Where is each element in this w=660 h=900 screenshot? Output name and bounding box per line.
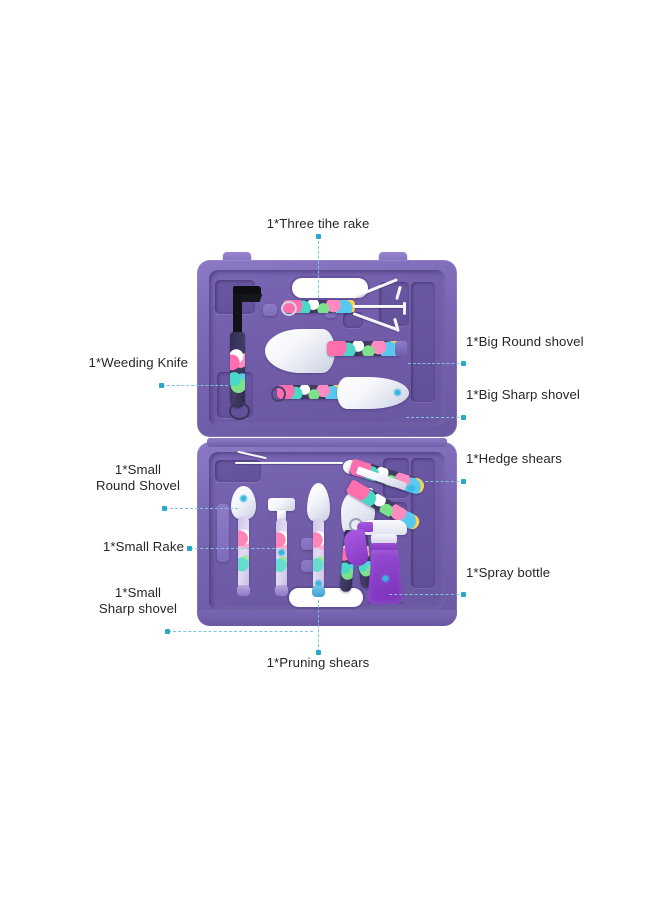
rake-tine — [353, 305, 405, 308]
leader-line-three-tine-rake — [318, 236, 320, 298]
small-rake-head — [268, 498, 295, 511]
small-sharp-shovel-blade — [307, 483, 330, 521]
leader-dot-small-rake — [187, 546, 192, 551]
leader-line-small-rake — [190, 548, 275, 550]
leader-line-small-round-shovel — [165, 508, 238, 510]
tool-three-tine-rake — [281, 278, 435, 336]
small-rake-neck — [277, 510, 286, 520]
weeding-knife-handle — [230, 332, 245, 408]
small-sharp-shovel-handle — [313, 519, 324, 589]
tool-case-lower-half — [197, 438, 457, 632]
anchor-dot-small-sharp-shovel — [314, 579, 323, 588]
leader-line-spray-bottle — [389, 594, 464, 596]
tool-small-round-shovel — [229, 486, 259, 596]
tray-slot — [411, 282, 435, 402]
tool-weeding-knife — [225, 286, 269, 420]
anchor-dot-small-round-shovel — [239, 494, 248, 503]
leader-dot-spray-bottle — [461, 592, 466, 597]
anchor-dot-hedge-shears — [407, 484, 416, 493]
tray-rib — [263, 304, 277, 316]
tool-case-upper-half — [197, 252, 457, 437]
case-hinge — [207, 438, 447, 447]
leader-line-hedge-shears — [410, 481, 464, 483]
leader-line-pruning-shears — [318, 600, 320, 652]
big-round-shovel-handle — [327, 341, 401, 356]
annotation-label-pruning-shears: 1*Pruning shears — [266, 655, 370, 670]
annotation-label-weeding-knife: 1*Weeding Knife — [88, 355, 188, 370]
annotation-label-spray-bottle: 1*Spray bottle — [466, 565, 551, 580]
leader-dot-big-sharp-shovel — [461, 415, 466, 420]
leader-dot-weeding-knife — [159, 383, 164, 388]
annotation-label-big-sharp-shovel: 1*Big Sharp shovel — [466, 387, 580, 402]
leader-dot-small-sharp-shovel — [165, 629, 170, 634]
case-lower-handle-cutout — [289, 588, 363, 607]
tool-small-rake — [267, 490, 297, 596]
rake-handle — [283, 300, 355, 313]
annotation-label-big-round-shovel: 1*Big Round shovel — [466, 334, 584, 349]
leader-line-weeding-knife — [162, 385, 228, 387]
leader-line-big-round-shovel — [408, 363, 464, 365]
leader-dot-hedge-shears — [461, 479, 466, 484]
tray-wire-detail — [235, 462, 343, 464]
tray-rib — [217, 504, 229, 562]
rake-tine-hook — [403, 302, 406, 315]
leader-dot-big-round-shovel — [461, 361, 466, 366]
tray-rib — [301, 560, 315, 572]
annotation-label-hedge-shears: 1*Hedge shears — [466, 451, 562, 466]
leader-dot-three-tine-rake — [316, 234, 321, 239]
small-round-shovel-handle — [238, 517, 249, 589]
annotation-label-small-sharp-shovel: 1*Small Sharp shovel — [98, 585, 178, 616]
annotation-label-small-rake: 1*Small Rake — [102, 539, 184, 554]
leader-dot-small-round-shovel — [162, 506, 167, 511]
big-round-shovel-blade — [265, 329, 335, 373]
tool-big-round-shovel — [265, 328, 435, 376]
leader-dot-pruning-shears — [316, 650, 321, 655]
annotation-label-small-round-shovel: 1*Small Round Shovel — [95, 462, 181, 493]
big-sharp-shovel-handle — [277, 385, 343, 399]
case-upper-handle-cutout — [292, 278, 368, 298]
tool-spray-bottle — [342, 520, 425, 606]
anchor-dot-big-sharp-shovel — [393, 388, 402, 397]
tray-rib — [301, 538, 315, 550]
annotation-label-three-tine-rake: 1*Three tihe rake — [266, 216, 370, 231]
tool-big-sharp-shovel — [269, 374, 429, 416]
leader-line-small-sharp-shovel — [168, 631, 313, 633]
tool-small-sharp-shovel — [304, 483, 334, 597]
tray-slot — [215, 460, 261, 482]
tray-rib — [325, 308, 337, 318]
anchor-dot-spray-bottle — [381, 574, 390, 583]
anchor-dot-small-rake — [277, 548, 286, 557]
leader-line-big-sharp-shovel — [406, 417, 464, 419]
tool-hedge-shears — [337, 456, 437, 542]
